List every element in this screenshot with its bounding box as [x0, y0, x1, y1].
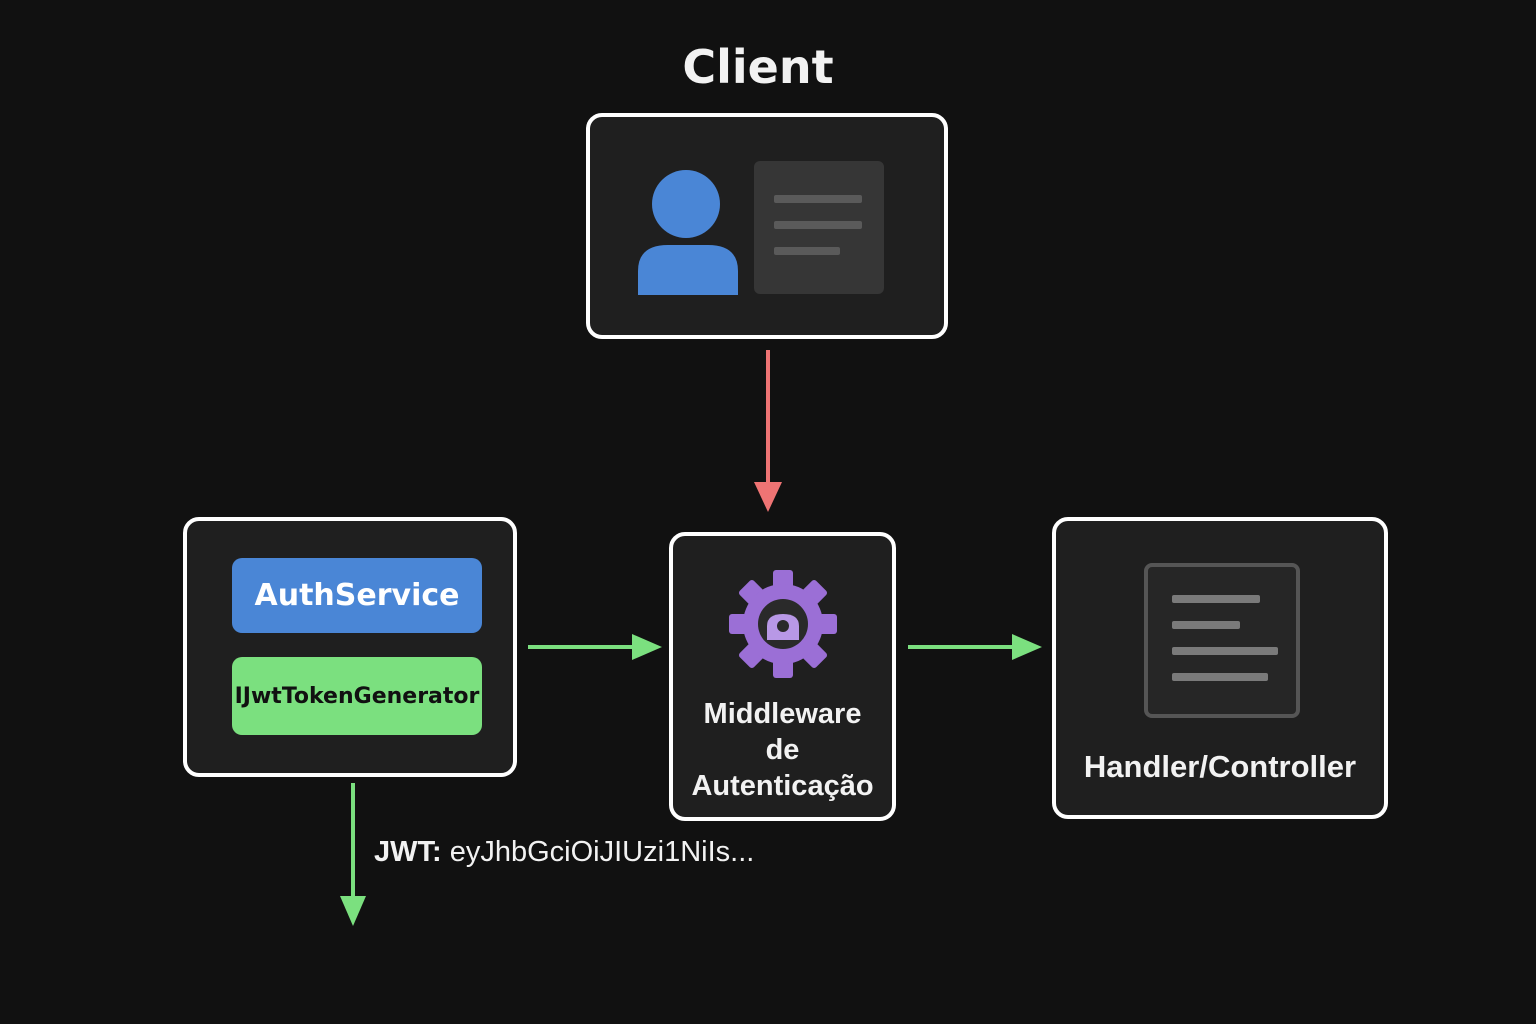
arrow-auth-to-jwt — [340, 783, 366, 926]
handler-node: Handler/Controller — [1052, 517, 1388, 819]
middleware-label-line-2: de — [765, 734, 800, 766]
document-icon — [754, 161, 884, 294]
jwt-generator-label: IJwtTokenGenerator — [232, 657, 482, 735]
jwt-value: eyJhbGciOiJIUzi1NiIs... — [449, 836, 755, 868]
middleware-label-line-1: Middleware — [703, 698, 862, 730]
middleware-label-line-3: Autenticação — [691, 770, 874, 802]
auth-node: AuthService IJwtTokenGenerator — [183, 517, 517, 777]
controller-document-icon — [1144, 563, 1300, 718]
jwt-token-text: JWT: eyJhbGciOiJIUzi1NiIs... — [374, 836, 754, 869]
arrow-auth-to-middleware — [528, 634, 662, 660]
client-node — [586, 113, 948, 339]
gear-lock-icon — [729, 570, 837, 678]
arrow-client-to-middleware — [754, 350, 782, 512]
auth-service-label: AuthService — [232, 558, 482, 633]
middleware-label: Middleware de Autenticação — [673, 696, 892, 804]
middleware-node: Middleware de Autenticação — [669, 532, 896, 821]
client-title: Client — [682, 40, 834, 94]
user-icon — [638, 170, 738, 295]
jwt-key: JWT: — [374, 836, 442, 868]
arrow-middleware-to-handler — [908, 634, 1042, 660]
handler-label: Handler/Controller — [1083, 749, 1357, 784]
